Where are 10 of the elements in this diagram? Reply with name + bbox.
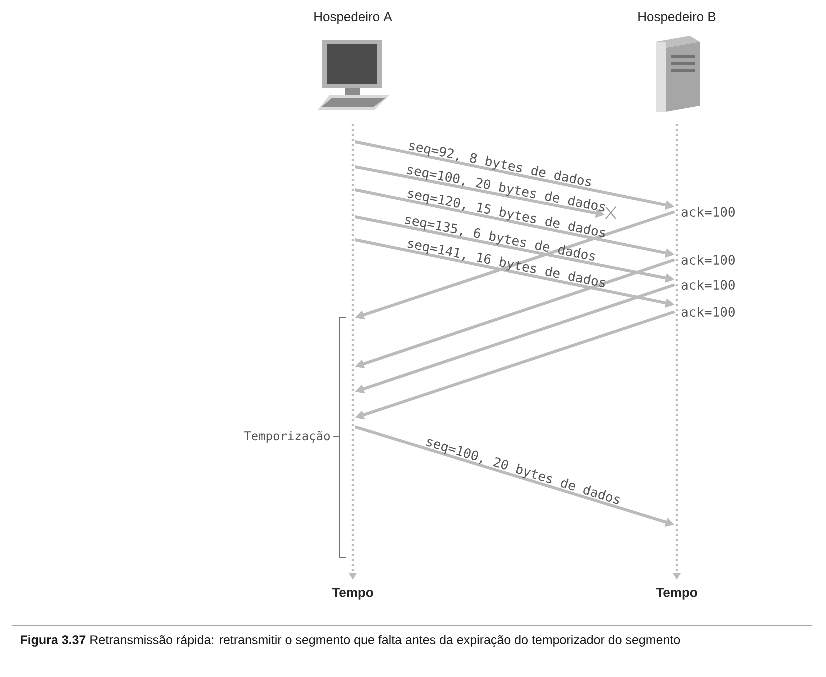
time-label: Tempo	[656, 588, 698, 600]
host-label: Hospedeiro A	[314, 12, 392, 24]
edge-label: ack=100	[680, 278, 737, 292]
interval-label: Temporização	[244, 431, 330, 443]
time-label: Tempo	[332, 588, 374, 600]
edge-label: ack=100	[680, 254, 737, 266]
caption: Figura 3.37 Retransmissão rápida: retransmitir o segmento que falta antes da expiração do temporizador do segmento	[21, 635, 680, 647]
edge-label: ack=100	[680, 206, 737, 218]
host-label: Hospedeiro B	[638, 12, 716, 24]
edge-label: ack=100	[680, 306, 737, 318]
